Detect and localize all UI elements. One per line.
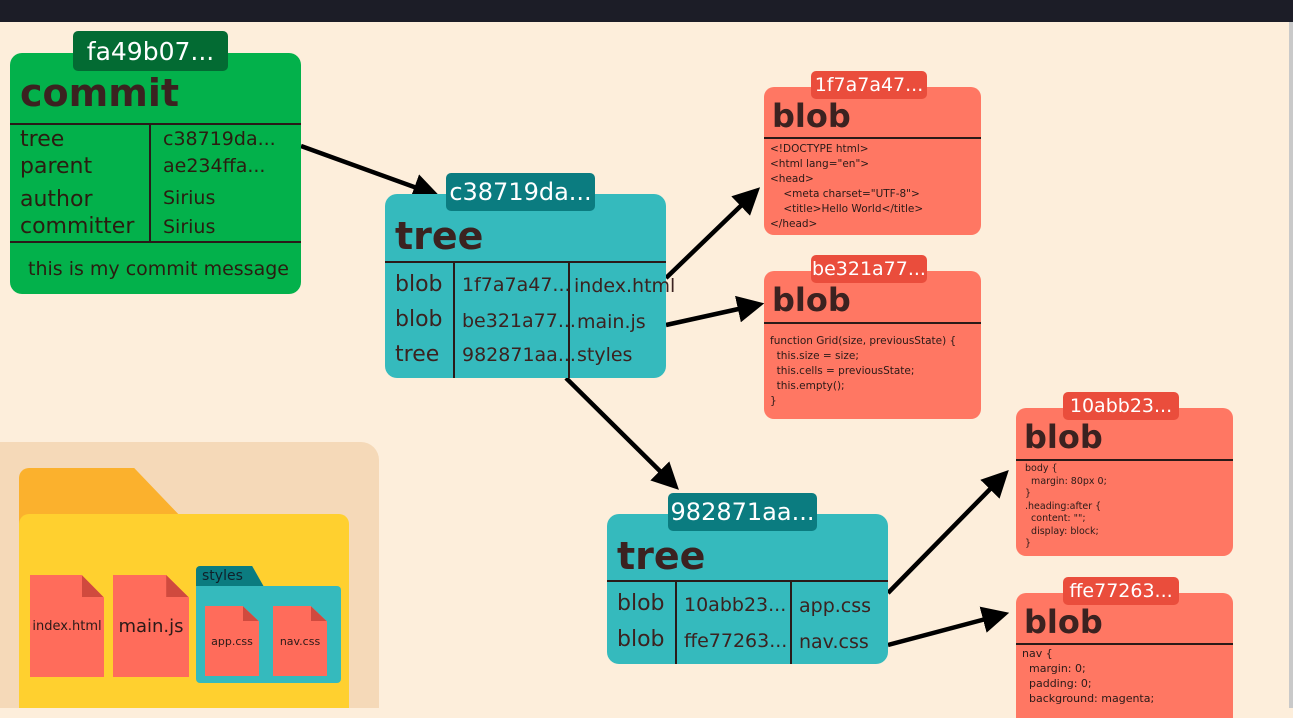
tree-row-type: blob [617,627,665,652]
tree-row-hash: ffe77263... [684,630,788,652]
blob-object-main-js: blob function Grid(size, previousState) … [764,271,981,419]
commit-value-tree: c38719da... [163,128,276,150]
arrow-styles-to-blob-app [886,470,1009,595]
arrow-commit-to-tree [300,143,440,200]
tree-row-name: main.js [577,311,646,333]
blob-hash-tag: ffe77263... [1063,577,1179,605]
tree-row-hash: 982871aa... [462,344,576,366]
arrow-tree-to-blob-index [664,187,761,280]
commit-key-committer: committer [20,214,135,239]
commit-hash-tag: fa49b07... [73,31,228,71]
window-edge [1289,22,1293,708]
tree-row-name: styles [577,344,633,366]
tree-row-type: tree [395,342,440,367]
tree-row-type: blob [617,591,665,616]
divider [149,123,151,241]
commit-key-parent: parent [20,154,93,179]
blob-object-app-css: blob body { margin: 80px 0; } .heading:a… [1016,408,1233,556]
commit-key-author: author [20,187,93,212]
file-label: app.css [211,634,253,648]
blob-object-nav-css: blob nav { margin: 0; padding: 0; backgr… [1016,593,1233,718]
arrow-tree-to-blob-main [665,295,765,328]
blob-title: blob [1024,418,1103,456]
tree-title: tree [395,214,484,258]
blob-hash-tag: 10abb23... [1063,392,1179,420]
tree-row-hash: be321a77... [462,310,576,332]
blob-content: nav { margin: 0; padding: 0; background:… [1022,647,1155,705]
tree-root-hash-tag: c38719da... [446,173,595,211]
file-label: main.js [118,615,184,637]
commit-object: commit tree parent author committer c387… [10,53,301,294]
divider [675,580,677,664]
tree-row-name: nav.css [799,631,869,653]
commit-title: commit [20,71,180,115]
file-icon-nav-css: nav.css [273,606,327,676]
divider [385,261,666,263]
blob-content: body { margin: 80px 0; } .heading:after … [1025,463,1107,549]
tree-styles-hash-tag: 982871aa... [668,493,817,531]
file-icon-main-js: main.js [113,575,189,677]
top-bar [0,0,1293,22]
tree-object-root: tree blob blob tree 1f7a7a47... be321a77… [385,194,675,378]
divider [1016,459,1233,461]
tree-row-hash: 10abb23... [684,594,787,616]
divider [764,137,981,139]
blob-title: blob [772,97,851,135]
commit-key-tree: tree [20,127,65,152]
file-label: nav.css [279,634,321,648]
file-icon-index-html: index.html [30,575,104,677]
divider [568,261,570,378]
blob-title: blob [772,281,851,319]
divider [10,241,301,243]
commit-value-author: Sirius [163,187,216,209]
tree-row-name: index.html [574,275,676,297]
commit-message: this is my commit message [28,258,289,280]
tree-object-styles: tree blob blob 10abb23... ffe77263... ap… [607,514,888,664]
commit-value-committer: Sirius [163,216,216,238]
tree-row-name: app.css [799,595,872,617]
divider [790,580,792,664]
file-icon-app-css: app.css [205,606,259,676]
divider [1016,643,1233,645]
tree-row-type: blob [395,307,443,332]
divider [764,322,981,324]
commit-value-parent: ae234ffa... [163,155,266,177]
divider [453,261,455,378]
divider [607,580,888,582]
styles-folder-label: styles [202,568,243,584]
tree-row-type: blob [395,272,443,297]
blob-object-index-html: blob <!DOCTYPE html> <html lang="en"> <h… [764,87,981,235]
blob-hash-tag: be321a77... [811,255,927,283]
blob-hash-tag: 1f7a7a47... [811,71,927,99]
arrow-styles-to-blob-nav [887,606,1010,648]
blob-content: function Grid(size, previousState) { thi… [770,335,957,407]
arrow-tree-to-tree-styles [564,376,679,490]
blob-title: blob [1024,603,1103,641]
blob-content: <!DOCTYPE html> <html lang="en"> <head> … [770,143,924,230]
file-label: index.html [32,618,102,634]
tree-title: tree [617,534,706,578]
divider [10,123,301,125]
tree-row-hash: 1f7a7a47... [462,274,571,296]
